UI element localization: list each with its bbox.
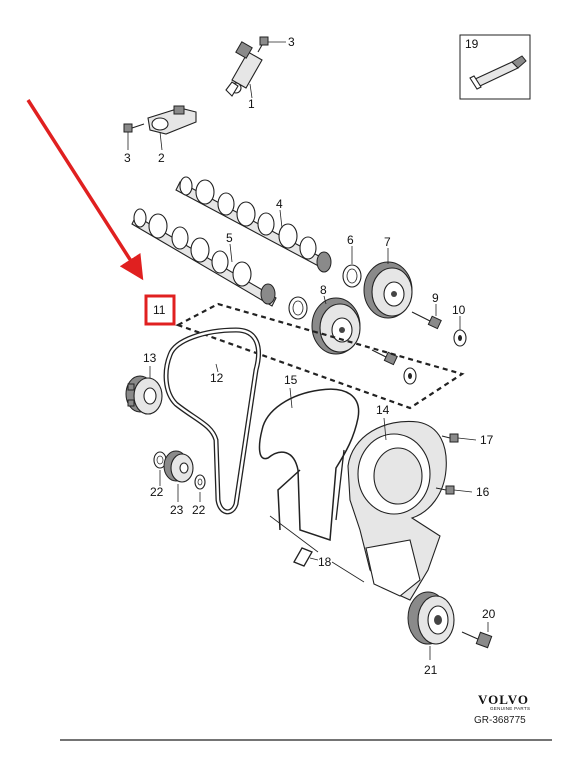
part-10-washer[interactable] bbox=[453, 316, 467, 347]
label-7: 7 bbox=[384, 235, 391, 249]
label-19: 19 bbox=[465, 37, 479, 51]
part-1-sensor[interactable] bbox=[225, 41, 263, 99]
label-22-left: 22 bbox=[150, 485, 164, 499]
part-5-camshaft[interactable] bbox=[131, 208, 277, 307]
part-6-seal[interactable] bbox=[342, 246, 362, 288]
label-9: 9 bbox=[432, 291, 439, 305]
label-14: 14 bbox=[376, 403, 390, 417]
part-14-timing-cover[interactable] bbox=[347, 417, 447, 601]
highlight-box-11 bbox=[144, 294, 176, 326]
brand-name: VOLVO bbox=[478, 692, 529, 707]
label-11: 11 bbox=[153, 303, 166, 317]
label-4: 4 bbox=[276, 197, 283, 211]
label-10: 10 bbox=[452, 303, 466, 317]
brand-tagline: GENUINE PARTS bbox=[490, 706, 530, 711]
part-9-bolt[interactable] bbox=[411, 304, 442, 330]
label-8: 8 bbox=[320, 283, 327, 297]
part-21-crank-pulley[interactable] bbox=[407, 591, 455, 660]
label-23: 23 bbox=[170, 503, 184, 517]
label-5: 5 bbox=[226, 231, 233, 245]
screw-3-left[interactable] bbox=[123, 123, 145, 150]
label-1: 1 bbox=[248, 97, 255, 111]
part-4-camshaft[interactable] bbox=[175, 176, 332, 273]
washer-lower[interactable] bbox=[403, 367, 417, 385]
part-15-gasket[interactable] bbox=[258, 387, 360, 542]
seal-ring-small[interactable] bbox=[288, 296, 308, 320]
label-3-left: 3 bbox=[124, 151, 131, 165]
reference-code: GR-368775 bbox=[474, 715, 526, 726]
label-20: 20 bbox=[482, 607, 496, 621]
label-6: 6 bbox=[347, 233, 354, 247]
label-17: 17 bbox=[480, 433, 494, 447]
part-16-bolt[interactable] bbox=[435, 485, 473, 495]
part-8-vvt-gear[interactable] bbox=[311, 295, 361, 355]
part-22-washer-left[interactable] bbox=[153, 451, 167, 486]
screw-3-top[interactable] bbox=[257, 36, 286, 53]
part-19-sealant-box[interactable] bbox=[459, 34, 531, 100]
part-20-bolt[interactable] bbox=[461, 622, 493, 649]
part-7-vvt-gear[interactable] bbox=[363, 248, 413, 319]
label-16: 16 bbox=[476, 485, 490, 499]
pointer-arrow bbox=[26, 99, 144, 281]
label-15: 15 bbox=[284, 373, 298, 387]
part-23-idler[interactable] bbox=[163, 450, 194, 502]
label-13: 13 bbox=[143, 351, 157, 365]
label-12: 12 bbox=[210, 371, 224, 385]
part-22-washer-right[interactable] bbox=[194, 474, 206, 502]
part-17-bolt[interactable] bbox=[441, 433, 477, 443]
part-12-timing-belt[interactable] bbox=[163, 327, 261, 515]
label-21: 21 bbox=[424, 663, 438, 677]
kit-11-outline bbox=[175, 302, 465, 410]
part-13-tensioner[interactable] bbox=[125, 366, 163, 415]
part-2-solenoid[interactable] bbox=[147, 105, 197, 151]
label-2: 2 bbox=[158, 151, 165, 165]
part-18-gasket-pieces[interactable] bbox=[269, 449, 365, 583]
label-18: 18 bbox=[318, 555, 332, 569]
label-3-top: 3 bbox=[288, 35, 295, 49]
label-22-right: 22 bbox=[192, 503, 206, 517]
